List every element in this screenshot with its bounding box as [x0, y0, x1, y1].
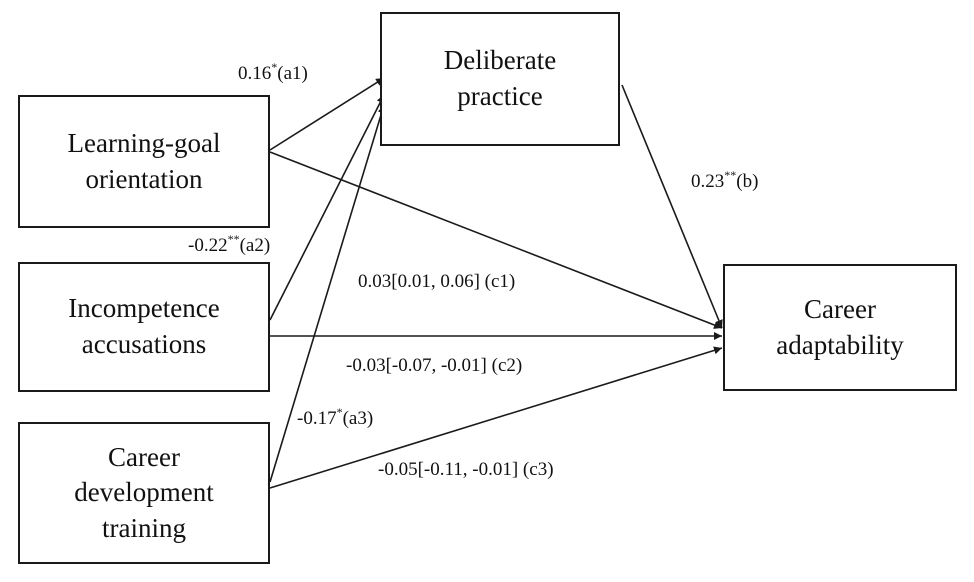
node-incompetence-accusations-label: Incompetence accusations	[68, 293, 220, 359]
label-c1: 0.03[0.01, 0.06] (c1)	[358, 271, 516, 292]
node-career-development-training: Career development training	[18, 422, 270, 564]
label-c2: -0.03[-0.07, -0.01] (c2)	[346, 355, 523, 376]
label-a1: 0.16*(a1)	[238, 61, 308, 84]
label-b-stars: **	[724, 168, 737, 182]
arrow-c1	[269, 151, 723, 329]
label-a1-coef: 0.16	[238, 63, 272, 84]
node-career-development-training-label: Career development training	[74, 441, 214, 543]
label-a2: -0.22**(a2)	[188, 233, 271, 256]
arrow-c3	[269, 346, 723, 489]
label-a3-stars: *	[336, 405, 343, 419]
node-incompetence-accusations: Incompetence accusations	[18, 262, 270, 392]
label-a1-tag: (a1)	[277, 63, 308, 84]
label-a3-tag: (a3)	[342, 408, 374, 429]
label-a2-stars: **	[227, 232, 240, 246]
node-deliberate-practice-label: Deliberate practice	[443, 45, 557, 111]
label-b-coef: 0.23	[691, 171, 725, 192]
node-learning-goal-orientation: Learning-goal orientation	[18, 95, 270, 228]
node-deliberate-practice: Deliberate practice	[380, 12, 620, 146]
label-a2-tag: (a2)	[239, 235, 271, 256]
label-b-tag: (b)	[736, 171, 759, 192]
node-career-adaptability: Career adaptability	[723, 264, 957, 391]
label-b: 0.23**(b)	[691, 169, 759, 192]
arrow-a1	[269, 77, 385, 151]
arrow-a3	[269, 104, 386, 483]
label-a1-stars: *	[271, 60, 278, 74]
label-a3: -0.17*(a3)	[297, 406, 374, 429]
node-learning-goal-orientation-label: Learning-goal orientation	[67, 127, 221, 194]
arrow-a2	[269, 94, 385, 321]
node-career-adaptability-label: Career adaptability	[776, 293, 904, 360]
arrow-b	[621, 84, 723, 329]
label-a2-coef: -0.22	[188, 235, 228, 256]
label-c3: -0.05[-0.11, -0.01] (c3)	[378, 459, 554, 480]
label-a3-coef: -0.17	[297, 408, 337, 429]
